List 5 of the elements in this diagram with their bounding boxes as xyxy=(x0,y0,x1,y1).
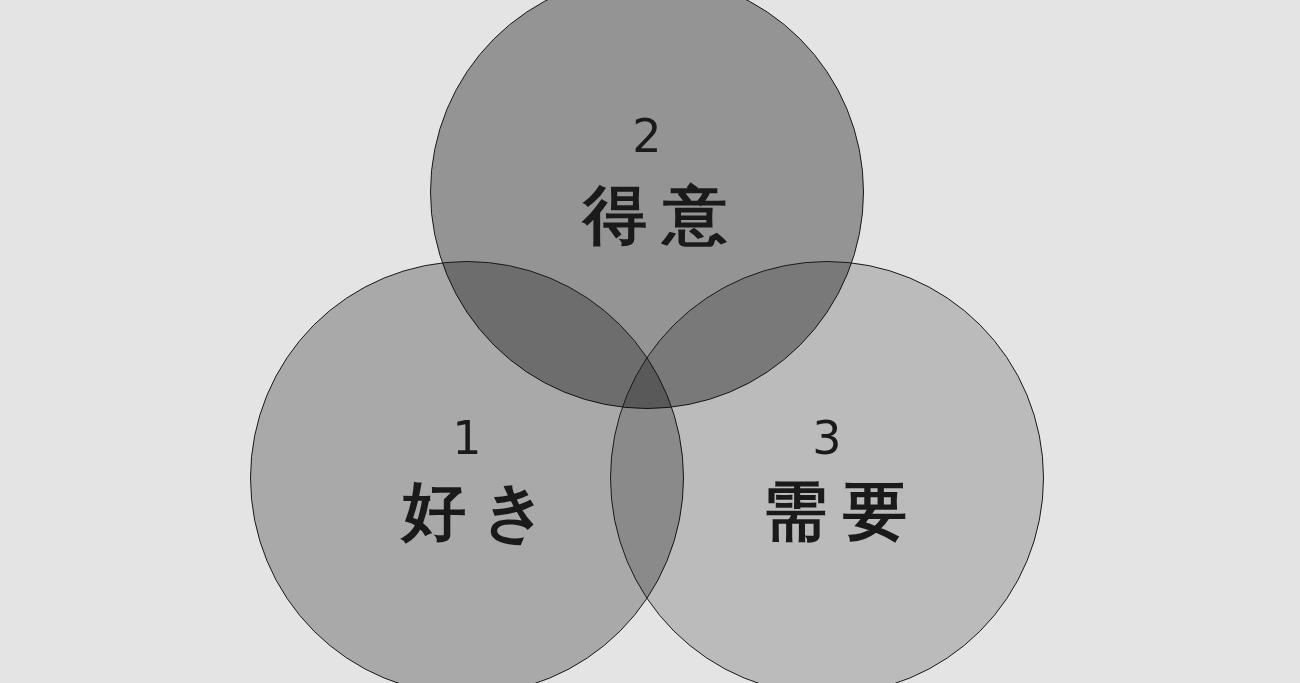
circle-number: 3 xyxy=(812,415,842,461)
circle-number: 2 xyxy=(632,113,662,159)
circle-label: 需要 xyxy=(762,479,923,543)
circle-label: 得意 xyxy=(580,183,743,247)
circle-number: 1 xyxy=(452,415,482,461)
